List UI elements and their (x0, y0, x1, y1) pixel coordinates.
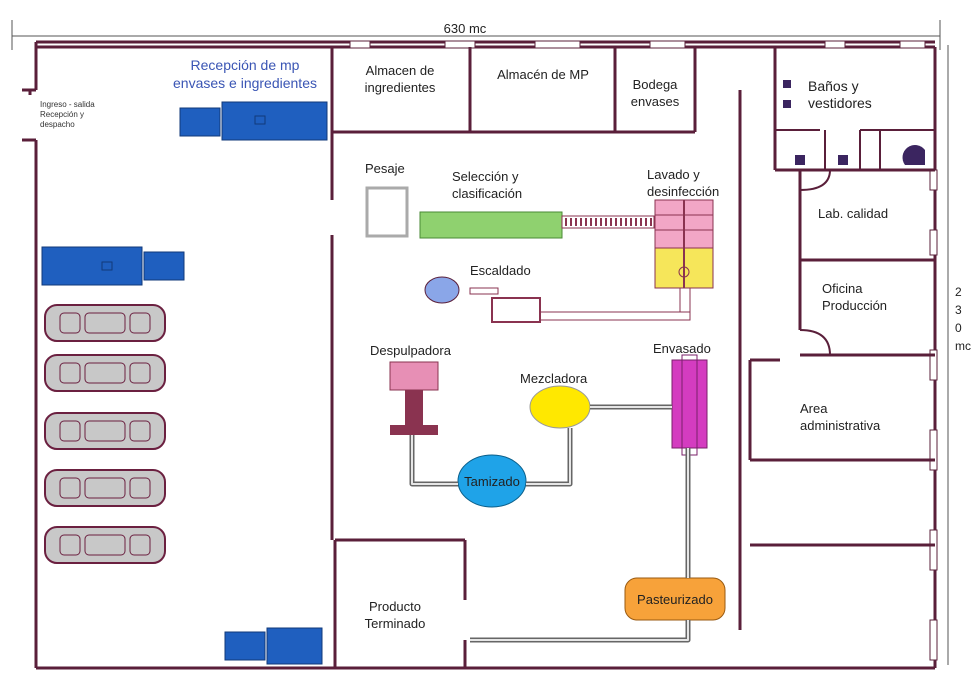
truck-left (41, 246, 185, 286)
escaldado-tank (424, 276, 460, 304)
almacen-ingredientes-label: Almacen de ingredientes (364, 63, 436, 95)
parked-car (44, 304, 166, 342)
bodega-envases-label: Bodega envases (630, 77, 680, 109)
almacen-mp-label: Almacén de MP (497, 67, 589, 82)
pasteurizado-label: Pasteurizado (637, 592, 713, 607)
pesaje-scale (365, 186, 409, 238)
width-label: 630 mc (443, 21, 487, 36)
tamizado-tank (457, 454, 527, 508)
area-administrativa-label: Area administrativa (800, 401, 881, 433)
conveyor-escaldado (469, 287, 691, 323)
pasteurizado-tank (624, 577, 726, 621)
lavado-unit (654, 199, 714, 289)
producto-terminado-label: Producto Terminado (364, 599, 426, 631)
tamizado-label: Tamizado (464, 474, 520, 489)
parking-cars (44, 304, 166, 564)
conveyor-seleccion (561, 215, 655, 229)
oficina-produccion-label: Oficina Producción (822, 281, 888, 313)
lavado-label: Lavado y desinfección (647, 167, 720, 199)
interior-walls (330, 47, 935, 668)
truck-reception (179, 101, 328, 141)
height-label: 2 3 0 mc (955, 285, 971, 353)
ingreso-label: Ingreso - salida Recepción y despacho (40, 100, 95, 129)
parked-car (44, 526, 166, 564)
truck-bottom (224, 627, 323, 665)
pesaje-label: Pesaje (365, 161, 405, 176)
mezcladora-label: Mezcladora (520, 371, 588, 386)
pipes-inner (411, 406, 689, 641)
parked-car (44, 354, 166, 392)
escaldado-label: Escaldado (470, 263, 531, 278)
despulpadora-label: Despulpadora (370, 343, 451, 358)
restroom-partitions (775, 129, 935, 356)
lab-calidad-label: Lab. calidad (818, 206, 889, 221)
restroom-fixtures (783, 80, 925, 165)
seleccion-table (419, 211, 563, 239)
parked-car (44, 469, 166, 507)
width-dimension (11, 20, 941, 50)
envasado-label: Envasado (653, 341, 711, 356)
banos-label: Baños y vestidores (808, 78, 872, 111)
envasado-machine (671, 354, 708, 456)
parked-car (44, 412, 166, 450)
windows (349, 40, 938, 661)
recepcion-mp-label: Recepción de mp envases e ingredientes (173, 57, 317, 91)
mezcladora-tank (529, 385, 591, 429)
seleccion-label: Selección y clasificación (452, 169, 523, 201)
despulpadora-machine (389, 361, 439, 435)
